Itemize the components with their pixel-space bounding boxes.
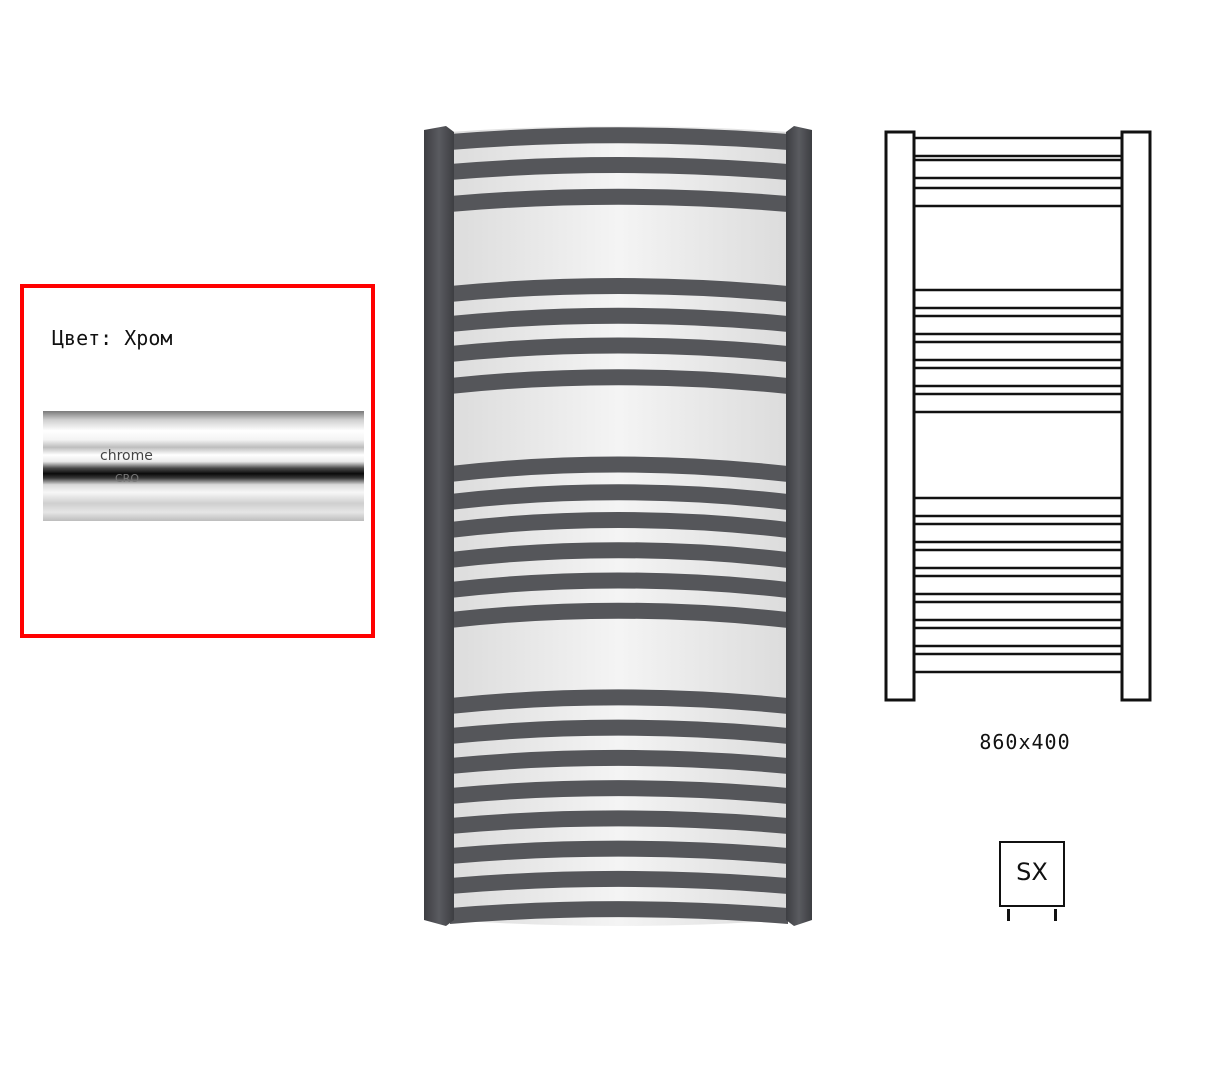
radiator-bar [450, 188, 788, 212]
radiator-bar [450, 512, 788, 538]
swatch-name: chrome [100, 448, 153, 464]
radiator-bar [450, 901, 788, 924]
right-rail [786, 126, 812, 926]
radiator-schematic [884, 130, 1152, 702]
radiator-bar [450, 542, 788, 568]
left-rail [424, 126, 454, 926]
schematic-right-rail [1120, 130, 1152, 702]
radiator-bar [450, 810, 788, 834]
schematic-bar [908, 392, 1128, 414]
chrome-swatch: chrome CRO [43, 411, 364, 521]
radiator-bar [450, 749, 788, 774]
schematic-bars [908, 136, 1128, 674]
schematic-bar [908, 186, 1128, 208]
radiator-bar [450, 602, 788, 628]
radiator-bar [450, 840, 788, 864]
schematic-bar [908, 652, 1128, 674]
dimension-label: 860x400 [979, 730, 1071, 754]
radiator-bar [450, 157, 788, 180]
radiator-bar [450, 369, 788, 394]
radiator-bar [450, 484, 788, 510]
schematic-bar [908, 288, 1128, 310]
radiator-bar [450, 572, 788, 598]
schematic-bar [908, 496, 1128, 518]
schematic-bar [908, 600, 1128, 622]
left-pipe-icon [1007, 909, 1010, 921]
right-pipe-icon [1054, 909, 1057, 921]
radiator-bar [450, 719, 788, 744]
connection-box [999, 841, 1065, 907]
schematic-left-rail [884, 130, 916, 702]
radiator-bar [450, 307, 788, 332]
schematic-bar [908, 136, 1128, 158]
connection-type-badge: SX [999, 841, 1065, 921]
towel-radiator-image [424, 126, 812, 926]
radiator-bar [450, 127, 788, 150]
color-swatch-panel: Цвет: Хром chrome CRO [20, 284, 375, 638]
radiator-bar [450, 870, 788, 894]
schematic-bar [908, 340, 1128, 362]
schematic-bar [908, 522, 1128, 544]
radiator-bar [450, 456, 788, 482]
schematic-bar [908, 548, 1128, 570]
radiator-bar [450, 278, 788, 302]
swatch-code: CRO [115, 472, 139, 485]
connection-label: SX [1016, 858, 1048, 886]
radiator-bar [450, 780, 788, 804]
schematic-bar [908, 626, 1128, 648]
radiator-bar [450, 689, 788, 714]
schematic-bar [908, 314, 1128, 336]
radiator-bar [450, 337, 788, 362]
color-label: Цвет: Хром [52, 326, 173, 350]
schematic-bar [908, 158, 1128, 180]
schematic-bar [908, 574, 1128, 596]
schematic-bar [908, 366, 1128, 388]
radiator-bars [450, 127, 788, 924]
